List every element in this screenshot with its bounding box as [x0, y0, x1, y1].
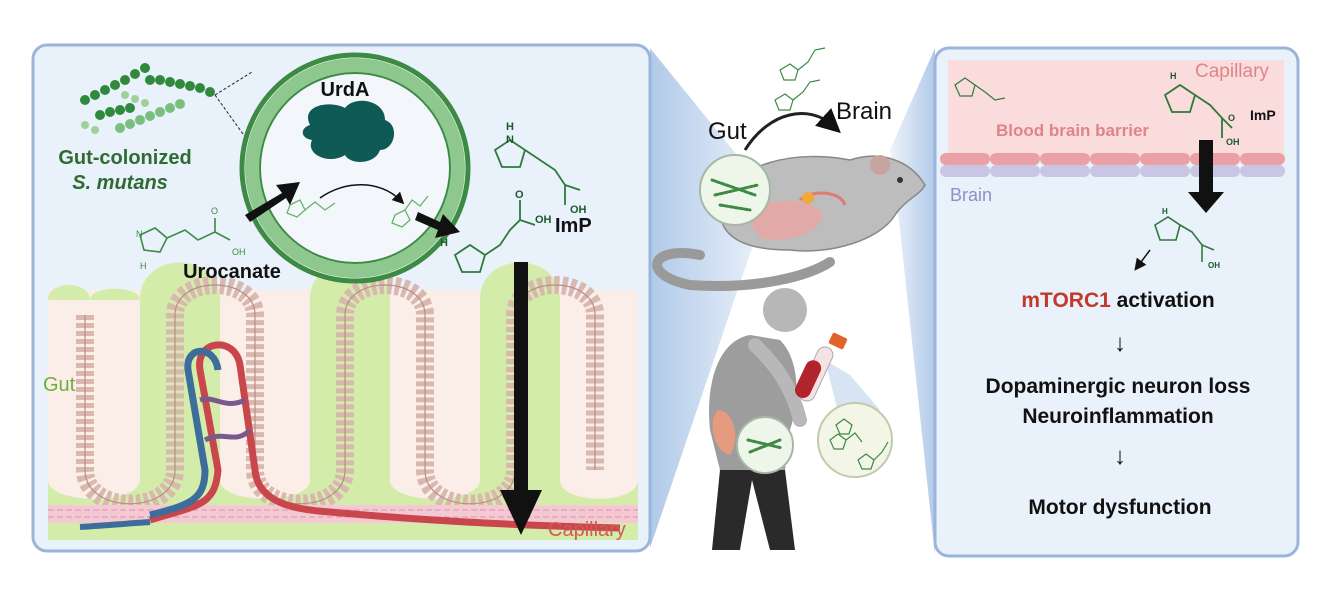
small-arrow [1134, 249, 1151, 271]
bbb-crossing-arrow [1188, 140, 1224, 213]
outcome-neuroinflammation: Neuroinflammation [1022, 405, 1214, 428]
floating-molecules-top [774, 47, 826, 111]
mtorc1-line: mTORC1 activation [1021, 290, 1214, 311]
gut-tissue-label: Gut [43, 374, 76, 396]
zoom-line [214, 94, 331, 256]
substrate-label: Urocanate [183, 261, 281, 283]
outcome-motor: Motor dysfunction [1028, 496, 1212, 519]
imp-molecule-top [493, 138, 581, 205]
human-inset-bacteria [746, 438, 784, 454]
flow-arrow-2: ↓ [1114, 443, 1126, 470]
enzyme-reaction-arrow [319, 184, 405, 205]
brain-label-middle: Brain [836, 98, 893, 125]
imp-left-oh: OH [535, 214, 552, 226]
endothelial-cells [940, 153, 1285, 177]
mtorc1-highlight: mTORC1 [1021, 289, 1111, 312]
uptake-arrow [245, 182, 300, 222]
intracellular-molecules [286, 195, 429, 228]
outcome-dopaminergic: Dopaminergic neuron loss [985, 375, 1251, 398]
gut-to-brain-arrow [743, 108, 841, 151]
blood-tube [795, 332, 848, 402]
imp-cap-oh: OH [1226, 137, 1240, 147]
capillary-label-left: Capillary [548, 519, 626, 541]
imp-molecule-capillary [1163, 83, 1233, 138]
flow-arrow-1: ↓ [1114, 330, 1126, 357]
capillary-label-right: Capillary [1195, 61, 1269, 82]
imp-molecule-small [954, 77, 1006, 101]
imp-cap-o: O [1228, 113, 1236, 123]
imp-brain-oh: OH [1208, 261, 1220, 270]
urocanate-molecule [139, 218, 231, 253]
bacteria-label-line1: Gut-colonized [58, 147, 192, 169]
bacteria-chains [80, 63, 215, 134]
zoom-line [214, 71, 253, 96]
right-projection-beam [890, 48, 935, 555]
product-label-left: ImP [555, 215, 592, 237]
blood-molecules [829, 418, 889, 470]
bacterium-cell [239, 52, 471, 284]
imp-brain-h: H [1162, 207, 1168, 216]
imp-top-n: N [506, 134, 514, 146]
inset-bacteria [710, 178, 760, 212]
blood-molecule-inset [817, 402, 893, 478]
imp-top-h: H [506, 121, 514, 133]
brain-label-right: Brain [950, 185, 993, 205]
imp-left-o: O [515, 189, 524, 201]
urocanate-oh: OH [232, 247, 246, 257]
enzyme-label: UrdA [320, 79, 370, 101]
capillary-lumen [948, 60, 1284, 160]
product-label-right: ImP [1250, 107, 1276, 123]
mouse [652, 155, 926, 291]
export-arrow [415, 212, 460, 238]
imp-molecule-brain [1154, 216, 1215, 262]
capillary-loop [79, 341, 621, 532]
bbb-label: Blood brain barrier [996, 121, 1150, 140]
imp-left-h: H [440, 237, 448, 249]
gut-label-middle: Gut [708, 118, 747, 145]
urocanate-n: N [136, 229, 143, 239]
bacteria-label-line2: S. mutans [72, 172, 168, 194]
gut-tissue [48, 262, 638, 540]
imp-top-oh: OH [570, 204, 587, 216]
absorption-arrow [500, 262, 542, 535]
mtorc1-rest: activation [1116, 289, 1215, 312]
urocanate-h: H [140, 261, 147, 271]
imp-molecule-left [453, 200, 536, 273]
imp-cap-h: H [1170, 71, 1177, 81]
urocanate-o: O [211, 206, 219, 216]
urda-enzyme [302, 100, 395, 162]
